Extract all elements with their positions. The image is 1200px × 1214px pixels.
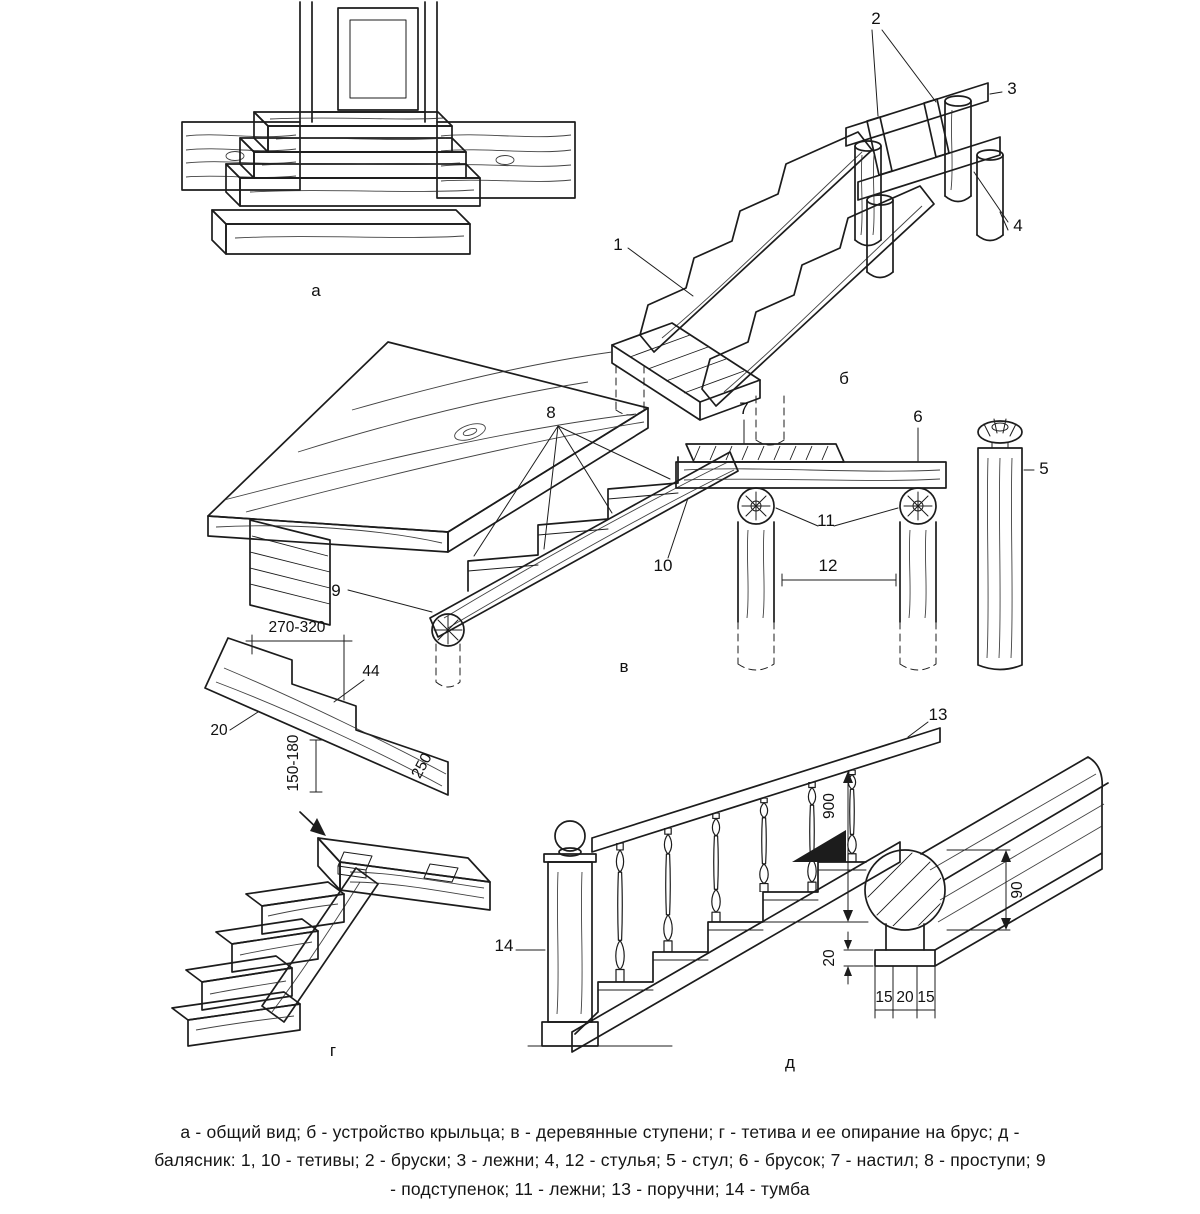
dim-handrail-width-text: 90 <box>1009 881 1026 899</box>
dim-line-tread-depth <box>245 634 353 701</box>
callout-3: 3 <box>1007 79 1016 98</box>
stringer-log <box>429 451 739 638</box>
stool-log-detail <box>977 418 1023 671</box>
callout-11: 11 <box>817 511 835 530</box>
figure-label-a: а <box>311 281 321 300</box>
callout-2: 2 <box>871 9 880 28</box>
figure-v-wooden-steps: 8 7 6 5 11 12 10 9 в <box>207 341 1049 688</box>
callout-7: 7 <box>739 399 748 418</box>
stringer-board-g <box>261 867 379 1023</box>
figure-label-d: д <box>785 1053 795 1072</box>
callout-13: 13 <box>929 705 948 724</box>
callout-10: 10 <box>654 556 673 575</box>
leader-11 <box>775 507 899 527</box>
log-caps <box>737 487 937 525</box>
dim-railing-height: 900 <box>762 771 869 923</box>
leader-8 <box>473 425 671 557</box>
dim-handrail-width: 90 <box>946 849 1026 931</box>
steps-zigzag <box>467 456 679 592</box>
dim-riser-height: 150-180 <box>285 734 302 791</box>
callout-9: 9 <box>331 581 340 600</box>
handrail-extrusion <box>920 756 1109 967</box>
round-posts <box>854 95 1004 279</box>
leader-3 <box>989 91 1003 95</box>
dim-tread-depth: 270-320 <box>269 619 326 636</box>
leader-notch <box>229 711 259 731</box>
callout-1: 1 <box>613 235 622 254</box>
handrail-section-detail: 15 20 15 90 20 <box>821 756 1109 1019</box>
small-post-end <box>431 613 465 688</box>
dim-notch: 20 <box>210 722 228 739</box>
handrail <box>591 727 941 853</box>
figure-b-porch-structure: 2 3 4 1 б <box>611 9 1023 446</box>
figure-a-general-view: а <box>181 1 576 300</box>
callout-6: 6 <box>913 407 922 426</box>
leader-13 <box>907 721 929 738</box>
steps-g <box>171 881 345 1047</box>
figure-label-v: в <box>619 657 628 676</box>
callout-5: 5 <box>1039 459 1048 478</box>
figure-g-stringer-on-beam: г <box>171 811 491 1060</box>
dim-slots: 15 20 15 <box>874 965 936 1019</box>
dim-base-height-text: 20 <box>821 949 838 967</box>
dim-slot-left: 15 <box>875 989 892 1006</box>
stringer-near <box>701 185 935 407</box>
dim-board-width: 250 <box>408 750 435 781</box>
dim-slot-right: 15 <box>917 989 934 1006</box>
stringer-dimension-detail: 270-320 44 150-180 250 20 <box>204 619 449 796</box>
caption-line-1: а - общий вид; б - устройство крыльца; в… <box>180 1122 1020 1142</box>
figure-label-b: б <box>839 369 849 388</box>
figure-d-balustrade: 900 13 14 д <box>495 705 948 1072</box>
buried-posts-dashed <box>615 365 785 446</box>
leader-1 <box>627 247 694 297</box>
callout-4: 4 <box>1013 216 1022 235</box>
posts <box>737 521 937 671</box>
rail-end-wedge <box>792 830 846 862</box>
leader-2 <box>871 29 937 117</box>
dim-slot-center: 20 <box>896 989 914 1006</box>
caption-line-2: балясник: 1, 10 - тетивы; 2 - бруски; 3 … <box>154 1150 1046 1171</box>
diagram-canvas: а <box>171 1 1109 1072</box>
caption-line-3: - подступенок; 11 - лежни; 13 - поручни;… <box>390 1178 810 1199</box>
support-beam <box>675 461 947 489</box>
steps-d <box>574 861 867 1035</box>
door-frame <box>299 1 438 123</box>
caption: а - общий вид; б - устройство крыльца; в… <box>30 1100 1170 1203</box>
riser-board <box>249 519 331 626</box>
leader-10 <box>667 497 689 559</box>
dim-line-riser-height <box>309 739 323 793</box>
bottom-step-board <box>611 322 761 421</box>
dim-railing-height-text: 900 <box>821 793 838 819</box>
dim-base-height: 20 <box>821 931 874 985</box>
leader-thickness <box>333 679 365 703</box>
ledger-beams <box>845 82 1001 201</box>
handrail-profile <box>864 849 946 967</box>
leader-9 <box>347 589 433 613</box>
stringer-far <box>639 131 873 353</box>
cross-bars <box>866 98 950 176</box>
callout-8: 8 <box>546 403 555 422</box>
tread-plank <box>207 341 649 553</box>
callout-14: 14 <box>495 936 514 955</box>
figure-label-g: г <box>330 1041 336 1060</box>
decking-board <box>685 443 845 463</box>
wall-planks <box>181 121 576 199</box>
leader-4 <box>973 171 1009 231</box>
leader-12 <box>781 573 897 587</box>
callout-12: 12 <box>819 556 838 575</box>
newel-post <box>541 820 599 1047</box>
dim-stringer-thickness: 44 <box>362 663 380 680</box>
notched-stringer-board <box>204 637 449 796</box>
porch-steps <box>211 111 481 255</box>
insert-arrow-head <box>310 818 326 836</box>
